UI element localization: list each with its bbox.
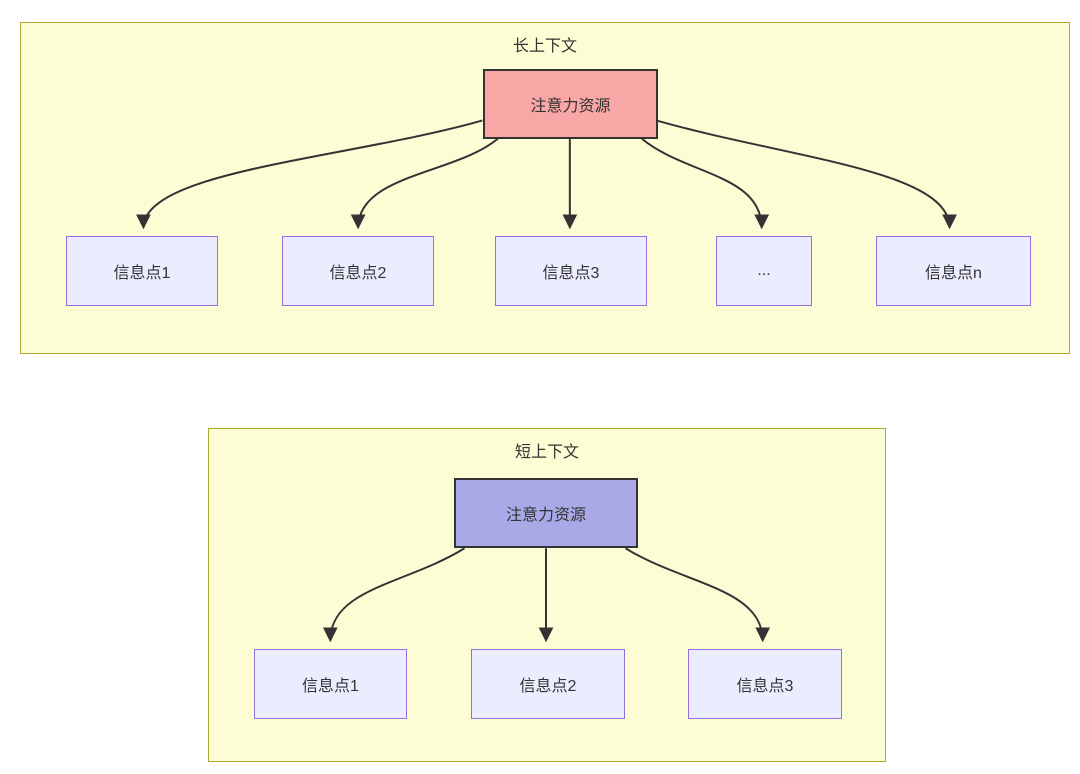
arrow-attention-to-dots bbox=[640, 137, 770, 230]
cluster-short-title: 短上下文 bbox=[514, 444, 579, 461]
attention-node-short: 注意力资源 bbox=[454, 478, 638, 548]
cluster-long-context: 长上下文 注意力资源 信息点1 信息点2 信息点3 ... 信息点n bbox=[20, 22, 1070, 354]
arrow-attention-to-info2 bbox=[350, 137, 499, 230]
info-node-long-ellipsis: ... bbox=[716, 236, 812, 306]
info-node-long-2: 信息点2 bbox=[282, 236, 434, 306]
arrow-attention-to-short-info1 bbox=[322, 547, 466, 643]
cluster-long-title: 长上下文 bbox=[512, 38, 577, 55]
arrow-attention-to-info1 bbox=[136, 119, 483, 230]
info-node-short-2: 信息点2 bbox=[471, 649, 625, 719]
info-node-long-n: 信息点n bbox=[876, 236, 1031, 306]
info-node-short-3: 信息点3 bbox=[688, 649, 842, 719]
arrow-attention-to-infon bbox=[656, 119, 957, 230]
info-node-long-1: 信息点1 bbox=[66, 236, 218, 306]
info-node-short-1: 信息点1 bbox=[254, 649, 407, 719]
arrow-attention-to-short-info3 bbox=[625, 547, 771, 643]
attention-node-long: 注意力资源 bbox=[483, 69, 658, 139]
cluster-short-context: 短上下文 注意力资源 信息点1 信息点2 信息点3 bbox=[208, 428, 886, 762]
info-node-long-3: 信息点3 bbox=[495, 236, 647, 306]
